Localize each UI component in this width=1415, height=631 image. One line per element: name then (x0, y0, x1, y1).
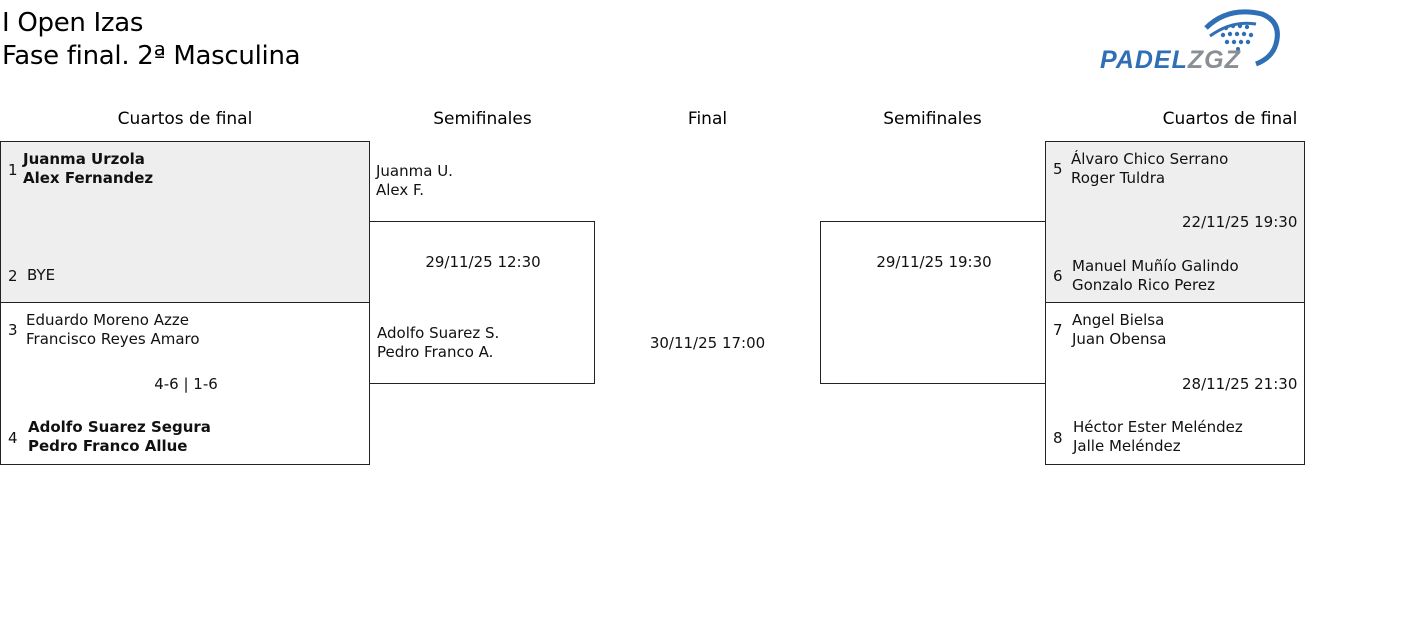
player-name: Alex Fernandez (23, 169, 154, 187)
player-name: Roger Tuldra (1071, 169, 1166, 187)
column-header-qf-right: Cuartos de final (1162, 109, 1298, 129)
match-datetime: 28/11/25 21:30 (1182, 375, 1298, 393)
team-bottom[interactable]: Héctor Ester Meléndez Jalle Meléndez (1073, 418, 1243, 456)
player-name: BYE (27, 266, 56, 284)
sf-left-team-top[interactable]: Juanma U. Alex F. (376, 162, 453, 200)
column-header-final: Final (687, 109, 728, 129)
column-header-qf-left: Cuartos de final (117, 109, 253, 129)
player-name: Adolfo Suarez S. (377, 324, 500, 342)
seed-number: 8 (1053, 429, 1063, 447)
player-name: Francisco Reyes Amaro (26, 330, 200, 348)
padelzgz-logo: PADELZGZ (1098, 9, 1280, 74)
player-name: Jalle Meléndez (1073, 437, 1181, 455)
team-bottom[interactable]: Adolfo Suarez S. Pedro Franco A. (377, 324, 499, 362)
player-name: Álvaro Chico Serrano (1071, 150, 1229, 168)
match-datetime: 29/11/25 19:30 (876, 253, 992, 271)
player-name: Pedro Franco A. (377, 343, 494, 361)
player-name: Juanma U. (376, 162, 453, 180)
match-qf-left-2[interactable]: 3 Eduardo Moreno Azze Francisco Reyes Am… (0, 302, 370, 465)
match-datetime: 22/11/25 19:30 (1182, 213, 1298, 231)
match-sf-left[interactable]: 29/11/25 12:30 Adolfo Suarez S. Pedro Fr… (369, 221, 595, 384)
player-name: Gonzalo Rico Perez (1072, 276, 1215, 294)
seed-number: 3 (8, 321, 18, 339)
column-header-sf-right: Semifinales (883, 109, 982, 129)
seed-number: 4 (8, 429, 18, 447)
final-datetime: 30/11/25 17:00 (649, 334, 766, 352)
seed-number: 6 (1053, 267, 1063, 285)
seed-number: 5 (1053, 160, 1063, 178)
team-bottom[interactable]: BYE (27, 266, 55, 285)
tournament-title: I Open Izas (2, 8, 144, 38)
team-top[interactable]: Angel Bielsa Juan Obensa (1072, 311, 1166, 349)
team-bottom[interactable]: Adolfo Suarez Segura Pedro Franco Allue (28, 418, 211, 456)
seed-number: 2 (8, 267, 18, 285)
padel-ball-icon (1204, 9, 1280, 67)
phase-title: Fase final. 2ª Masculina (2, 41, 301, 71)
player-name: Juanma Urzola (23, 150, 145, 168)
team-top[interactable]: Álvaro Chico Serrano Roger Tuldra (1071, 150, 1228, 188)
team-bottom[interactable]: Manuel Muñío Galindo Gonzalo Rico Perez (1072, 257, 1239, 295)
match-result: 4-6 | 1-6 (154, 375, 218, 393)
player-name: Héctor Ester Meléndez (1073, 418, 1243, 436)
team-top[interactable]: Eduardo Moreno Azze Francisco Reyes Amar… (26, 311, 200, 349)
match-qf-left-1[interactable]: 1 Juanma Urzola Alex Fernandez 2 BYE (0, 141, 370, 303)
seed-number: 7 (1053, 321, 1063, 339)
player-name: Eduardo Moreno Azze (26, 311, 189, 329)
column-header-sf-left: Semifinales (433, 109, 532, 129)
player-name: Manuel Muñío Galindo (1072, 257, 1239, 275)
match-qf-right-2[interactable]: 7 Angel Bielsa Juan Obensa 28/11/25 21:3… (1045, 302, 1305, 465)
match-sf-right[interactable]: 29/11/25 19:30 (820, 221, 1046, 384)
match-qf-right-1[interactable]: 5 Álvaro Chico Serrano Roger Tuldra 22/1… (1045, 141, 1305, 303)
match-datetime: 29/11/25 12:30 (425, 253, 541, 271)
logo-wordmark: PADELZGZ (1100, 46, 1241, 74)
team-top[interactable]: Juanma Urzola Alex Fernandez (23, 150, 153, 188)
player-name: Adolfo Suarez Segura (28, 418, 211, 436)
player-name: Angel Bielsa (1072, 311, 1165, 329)
player-name: Alex F. (376, 181, 425, 199)
player-name: Pedro Franco Allue (28, 437, 188, 455)
seed-number: 1 (8, 161, 18, 179)
player-name: Juan Obensa (1072, 330, 1167, 348)
